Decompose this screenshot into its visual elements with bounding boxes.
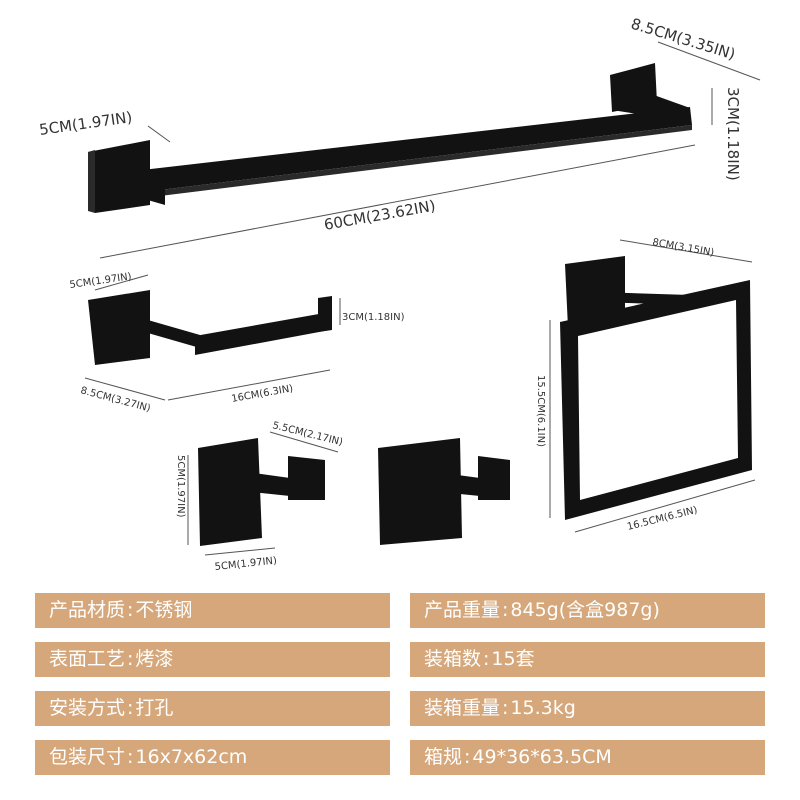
towel-bar-dimensions: 5CM(1.97IN) 60CM(23.62IN) 8.5CM(3.35IN) … bbox=[38, 15, 761, 259]
spec-box-weight-label: 装箱重量 bbox=[424, 697, 501, 719]
towel-ring-depth-dim: 8CM(3.15IN) bbox=[651, 237, 715, 259]
spec-weight-label: 产品重量 bbox=[424, 599, 501, 621]
spec-carton: 箱规:49*36*63.5CM bbox=[410, 740, 765, 775]
towel-ring-image bbox=[560, 256, 752, 520]
paper-holder-depth-dim: 8.5CM(3.27IN) bbox=[79, 385, 152, 414]
robe-hook-width-dim: 5CM(1.97IN) bbox=[214, 556, 277, 573]
spec-install: 安装方式:打孔 bbox=[35, 691, 390, 726]
paper-holder-height-dim: 3CM(1.18IN) bbox=[342, 312, 405, 323]
spec-pack-size-value: 16x7x62cm bbox=[135, 746, 248, 768]
spec-box-weight: 装箱重量:15.3kg bbox=[410, 691, 765, 726]
spec-box-qty-value: 15套 bbox=[491, 648, 535, 670]
towel-bar-image bbox=[88, 63, 692, 213]
robe-hook-left-image bbox=[198, 438, 325, 546]
robe-hook-height-dim: 5CM(1.97IN) bbox=[175, 455, 186, 518]
towel-bar-height-dim: 3CM(1.18IN) bbox=[724, 87, 742, 181]
spec-surface: 表面工艺:烤漆 bbox=[35, 642, 390, 677]
towel-ring-height-dim: 15.5CM(6.1IN) bbox=[535, 375, 546, 447]
spec-pack-size: 包装尺寸:16x7x62cm bbox=[35, 740, 390, 775]
paper-holder-image bbox=[88, 290, 332, 365]
spec-pack-size-label: 包装尺寸 bbox=[49, 746, 126, 768]
spec-install-value: 打孔 bbox=[135, 697, 174, 719]
towel-bar-base-dim: 5CM(1.97IN) bbox=[38, 108, 133, 139]
spec-carton-value: 49*36*63.5CM bbox=[472, 746, 612, 768]
spec-weight-value: 845g(含盒987g) bbox=[510, 599, 660, 621]
spec-carton-label: 箱规 bbox=[424, 746, 463, 768]
spec-surface-label: 表面工艺 bbox=[49, 648, 126, 670]
product-illustration: 5CM(1.97IN) 60CM(23.62IN) 8.5CM(3.35IN) … bbox=[38, 15, 761, 573]
spec-box-weight-value: 15.3kg bbox=[510, 697, 576, 719]
towel-bar-depth-dim: 8.5CM(3.35IN) bbox=[629, 15, 738, 64]
spec-install-label: 安装方式 bbox=[49, 697, 126, 719]
spec-material: 产品材质:不锈钢 bbox=[35, 593, 390, 628]
robe-hook-right-image bbox=[378, 438, 510, 545]
spec-surface-value: 烤漆 bbox=[135, 648, 174, 670]
spec-box-qty: 装箱数:15套 bbox=[410, 642, 765, 677]
spec-material-label: 产品材质 bbox=[49, 599, 126, 621]
towel-ring-width-dim: 16.5CM(6.5IN) bbox=[626, 505, 699, 533]
towel-bar-length-dim: 60CM(23.62IN) bbox=[323, 197, 437, 234]
spec-box-qty-label: 装箱数 bbox=[424, 648, 482, 670]
spec-table: 产品材质:不锈钢 产品重量:845g(含盒987g) 表面工艺:烤漆 装箱数:1… bbox=[0, 590, 800, 800]
robe-hook-depth-dim: 5.5CM(2.17IN) bbox=[271, 420, 344, 448]
spec-material-value: 不锈钢 bbox=[135, 599, 193, 621]
spec-weight: 产品重量:845g(含盒987g) bbox=[410, 593, 765, 628]
